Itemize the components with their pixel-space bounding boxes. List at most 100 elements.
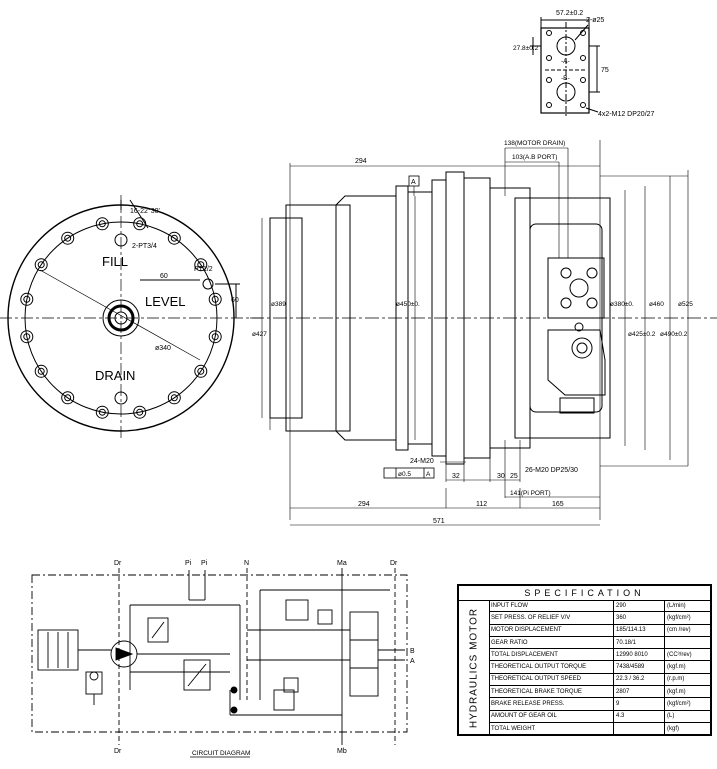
- spec-unit: (CC³/rev): [664, 648, 710, 662]
- dim-112: 112: [476, 501, 487, 508]
- flange-bolt-hole: [95, 405, 109, 419]
- flange-bolt-hole: [23, 295, 31, 303]
- circuit-pi-2: Pi: [201, 560, 208, 567]
- dim-32: 32: [452, 473, 460, 480]
- bolt-m20: 24-M20: [410, 458, 434, 465]
- dim-d380: ø380±0.: [610, 301, 634, 308]
- port-dim-right: 75: [601, 67, 609, 74]
- dim-d425: ø425±0.2: [628, 331, 656, 338]
- drawing-labels: 57.2±0.2 2-ø25 27.8±0.2 75 -A- -B- 4x2-M…: [95, 10, 693, 757]
- circuit-pi-1: Pi: [185, 560, 192, 567]
- flange-bolt-hole: [23, 333, 31, 341]
- spec-unit: (kgf/cm²): [664, 697, 710, 711]
- spec-unit: [664, 636, 710, 650]
- circuit-mb: Mb: [337, 748, 347, 755]
- circuit-dr-bottom: Dr: [114, 748, 122, 755]
- spec-value: 2807: [613, 685, 665, 699]
- dim-30: 30: [497, 473, 505, 480]
- spec-unit: (L): [664, 710, 710, 723]
- tolerance-datum: A: [426, 471, 431, 478]
- spec-unit: (kgf.m): [664, 660, 710, 674]
- spec-value: 360: [613, 611, 665, 625]
- spec-value: [613, 722, 665, 735]
- spec-label: THEORETICAL OUTPUT TORQUE: [489, 660, 614, 674]
- circuit-dr-right: Dr: [390, 560, 398, 567]
- flange-bolt-hole: [61, 231, 75, 245]
- flange-bolt-hole: [95, 217, 109, 231]
- spec-unit: (kgf/cm²): [664, 611, 710, 625]
- dim-d389: ø389: [271, 301, 286, 308]
- circuit-a: A: [410, 658, 415, 665]
- flange-bolt-hole: [98, 220, 106, 228]
- level-label: LEVEL: [145, 294, 185, 309]
- port-detail: [530, 17, 600, 118]
- flange-bolt-hole: [37, 367, 45, 375]
- top-dim: 294: [355, 158, 367, 165]
- flange-bolt-hole: [136, 220, 144, 228]
- flange-bolt-hole: [211, 295, 219, 303]
- port-dim-left: 27.8±0.2: [513, 45, 539, 52]
- flange-bolt-hole: [34, 258, 48, 272]
- spec-unit: (L/min): [664, 600, 710, 613]
- angle-label: 16-22°30': [130, 207, 160, 215]
- flange-bolt-hole: [133, 217, 147, 231]
- spec-label: SET PRESS. OF RELIEF V/V: [489, 611, 614, 625]
- spec-value: 7438/4589: [613, 660, 665, 674]
- flange-bolt-hole: [194, 258, 208, 272]
- flange-bolt-hole: [167, 391, 181, 405]
- flange-bolt-hole: [20, 330, 34, 344]
- spec-value: 185/114.13: [613, 624, 665, 637]
- flange-bolt-hole: [197, 367, 205, 375]
- flange-bolt-hole: [20, 292, 34, 306]
- spec-value: 9: [613, 697, 665, 711]
- circuit-dr-left: Dr: [114, 560, 122, 567]
- port-b-label: -B-: [561, 75, 570, 82]
- spec-label: INPUT FLOW: [489, 600, 614, 613]
- port-holes: 2-ø25: [586, 17, 604, 24]
- spec-unit: (kgf.m): [664, 685, 710, 699]
- flange-bolt-hole: [194, 364, 208, 378]
- flange-bolt-hole: [208, 330, 222, 344]
- dim-294: 294: [358, 501, 370, 508]
- pcd-label: ø340: [155, 345, 171, 352]
- flange-bolt-hole: [64, 394, 72, 402]
- spec-label: MOTOR DISPLACEMENT: [489, 624, 614, 637]
- plug-label: 2-PT3/4: [132, 243, 157, 250]
- circuit-n: N: [244, 560, 249, 567]
- fill-label: FILL: [102, 254, 128, 269]
- pt-label: PT1/2: [194, 266, 213, 273]
- flange-bolt-hole: [167, 231, 181, 245]
- dim-d427: ø427: [252, 331, 267, 338]
- spec-label: THEORETICAL BRAKE TORQUE: [489, 685, 614, 699]
- spec-section-label: HYDRAULICS MOTOR: [468, 607, 480, 729]
- flange-bolt-hole: [197, 261, 205, 269]
- spec-title: SPECIFICATION: [459, 586, 710, 601]
- flange-bolt-hole: [208, 292, 222, 306]
- flange-bolt-hole: [170, 394, 178, 402]
- spec-label: TOTAL WEIGHT: [489, 722, 614, 735]
- dim-d525: ø525: [678, 301, 693, 308]
- circuit-diagram: [31, 568, 408, 758]
- front-view: [0, 195, 262, 440]
- flange-bolt-hole: [170, 234, 178, 242]
- spec-label: TOTAL DISPLACEMENT: [489, 648, 614, 662]
- spec-section: HYDRAULICS MOTOR: [459, 600, 490, 736]
- dim-d490: ø490±0.2: [660, 331, 688, 338]
- spec-unit: (cm /rev): [664, 624, 710, 637]
- flange-bolt-hole: [211, 333, 219, 341]
- spec-value: 70.18/1: [613, 636, 665, 650]
- spec-label: AMOUNT OF GEAR OIL: [489, 710, 614, 723]
- spec-unit: (kgf): [667, 725, 679, 732]
- spec-value: 22.3 / 36.2: [613, 673, 665, 687]
- flange-bolt-hole: [98, 408, 106, 416]
- pi-port-dim: 141(Pi PORT): [510, 490, 551, 497]
- flange-bolt-hole: [37, 261, 45, 269]
- motor-drain-dim: 138(MOTOR DRAIN): [504, 140, 565, 147]
